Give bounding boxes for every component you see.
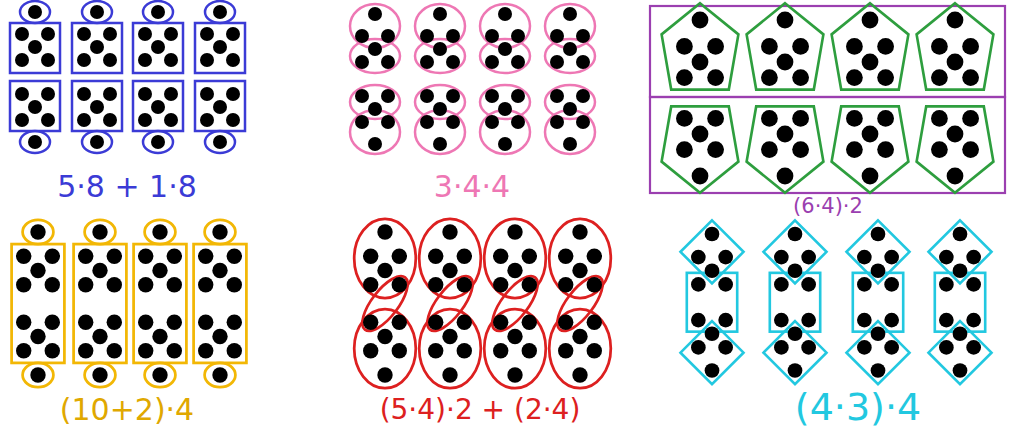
yellow-array — [12, 220, 247, 387]
cyan-array — [681, 220, 992, 384]
expression-label: (6·4)·2 — [793, 196, 863, 217]
expression-label: (4·3)·4 — [795, 388, 921, 426]
expression-label: (5·4)·2 + (2·4) — [380, 396, 581, 424]
blue-array — [10, 1, 245, 153]
expression-label: 3·4·4 — [434, 172, 510, 202]
expression-label: 5·8 + 1·8 — [57, 172, 197, 202]
pink-array — [350, 4, 595, 154]
purple-array — [650, 3, 1005, 193]
expression-label: (10+2)·4 — [60, 395, 194, 425]
red-array — [354, 219, 611, 388]
